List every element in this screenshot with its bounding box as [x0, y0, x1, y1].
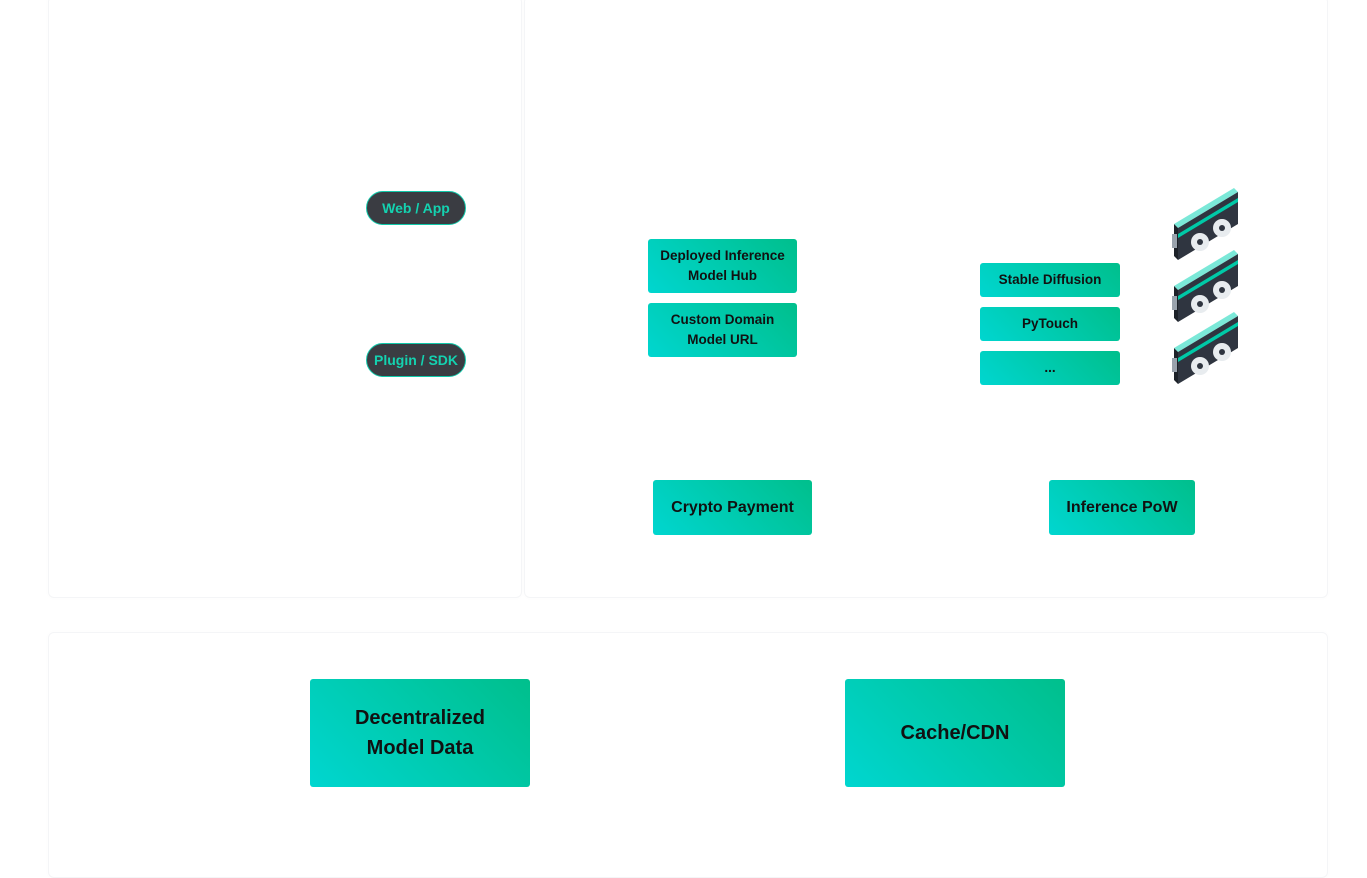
decentralized-model-data-box: Decentralized Model Data: [310, 679, 530, 787]
deployed-model-hub-box: Deployed Inference Model Hub: [648, 239, 797, 293]
gpu-card-shape: [1172, 188, 1238, 260]
custom-domain-model-label: Custom Domain Model URL: [670, 312, 775, 347]
gpu-card-icon: [1172, 312, 1238, 384]
framework-stable-diffusion: Stable Diffusion: [980, 263, 1120, 297]
gpu-card-icon: [1172, 250, 1238, 322]
framework-more: ...: [980, 351, 1120, 385]
cache-cdn-box: Cache/CDN: [845, 679, 1065, 787]
inference-pow-box: Inference PoW: [1049, 480, 1195, 535]
client-panel: [48, 0, 522, 598]
gpu-card-shape: [1172, 312, 1238, 384]
gpu-card-icon: [1172, 188, 1238, 260]
deployed-model-hub-label: Deployed Inference Model Hub: [660, 248, 785, 283]
gpu-card-shape: [1172, 250, 1238, 322]
storage-panel: [48, 632, 1328, 878]
decentralized-model-data-label: Decentralized Model Data: [354, 707, 486, 759]
web-app-pill[interactable]: Web / App: [366, 191, 466, 225]
crypto-payment-box: Crypto Payment: [653, 480, 812, 535]
plugin-sdk-pill[interactable]: Plugin / SDK: [366, 343, 466, 377]
framework-pytouch: PyTouch: [980, 307, 1120, 341]
custom-domain-model-box: Custom Domain Model URL: [648, 303, 797, 357]
